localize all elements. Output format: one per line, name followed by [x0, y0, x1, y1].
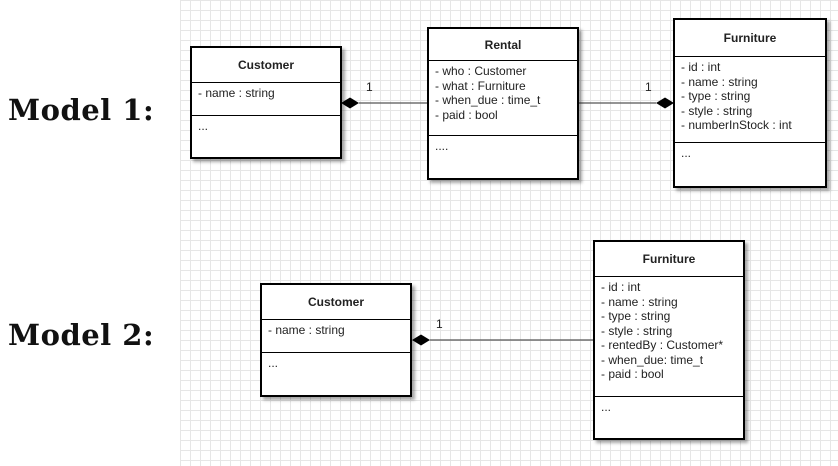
class-customer-model2[interactable]: Customer - name : string ...	[260, 283, 412, 397]
attribute: - name : string	[198, 86, 275, 100]
attribute: - id : int	[681, 60, 721, 74]
multiplicity-label: 1	[436, 317, 443, 331]
class-operations: ...	[198, 119, 209, 133]
class-attributes: - who : Customer - what : Furniture - wh…	[429, 61, 577, 136]
multiplicity-label: 1	[645, 80, 652, 94]
multiplicity-label: 1	[366, 80, 373, 94]
class-name: Customer	[192, 48, 340, 83]
attribute: - name : string	[601, 294, 678, 309]
attribute: - who : Customer	[435, 64, 527, 78]
attribute: - when_due: time_t	[601, 352, 704, 367]
attribute: - when_due : time_t	[435, 93, 541, 107]
attribute: - type : string	[601, 309, 671, 323]
class-customer-model1[interactable]: Customer - name : string ...	[190, 46, 342, 159]
attribute: - numberInStock : int	[681, 118, 792, 132]
class-attributes: - name : string	[192, 83, 340, 116]
class-name: Rental	[429, 29, 577, 61]
class-furniture-model1[interactable]: Furniture - id : int - name : string - t…	[673, 18, 827, 188]
class-operations: ...	[601, 400, 612, 414]
attribute: - paid : bool	[435, 107, 498, 122]
composition-diamond-customer-2	[412, 334, 430, 346]
class-furniture-model2[interactable]: Furniture - id : int - name : string - t…	[593, 240, 745, 440]
class-operations: ...	[268, 356, 279, 370]
class-attributes: - id : int - name : string - type : stri…	[595, 277, 743, 397]
class-name: Furniture	[675, 20, 825, 57]
composition-diamond-furniture	[656, 97, 674, 109]
class-operations: ....	[435, 139, 449, 153]
model-1-label: Model 1:	[8, 93, 155, 127]
attribute: - rentedBy : Customer*	[601, 338, 724, 352]
attribute: - paid : bool	[601, 367, 664, 381]
class-attributes: - id : int - name : string - type : stri…	[675, 57, 825, 143]
class-attributes: - name : string	[262, 320, 410, 353]
class-operations: ...	[681, 146, 692, 160]
attribute: - id : int	[601, 280, 641, 294]
attribute: - style : string	[601, 323, 673, 338]
attribute: - type : string	[681, 89, 751, 103]
attribute: - name : string	[681, 74, 758, 89]
class-rental-model1[interactable]: Rental - who : Customer - what : Furnitu…	[427, 27, 579, 180]
attribute: - style : string	[681, 103, 753, 118]
attribute: - name : string	[268, 323, 345, 337]
model-2-label: Model 2:	[8, 318, 155, 352]
class-name: Furniture	[595, 242, 743, 277]
composition-diamond-customer	[341, 97, 359, 109]
class-name: Customer	[262, 285, 410, 320]
attribute: - what : Furniture	[435, 78, 526, 93]
